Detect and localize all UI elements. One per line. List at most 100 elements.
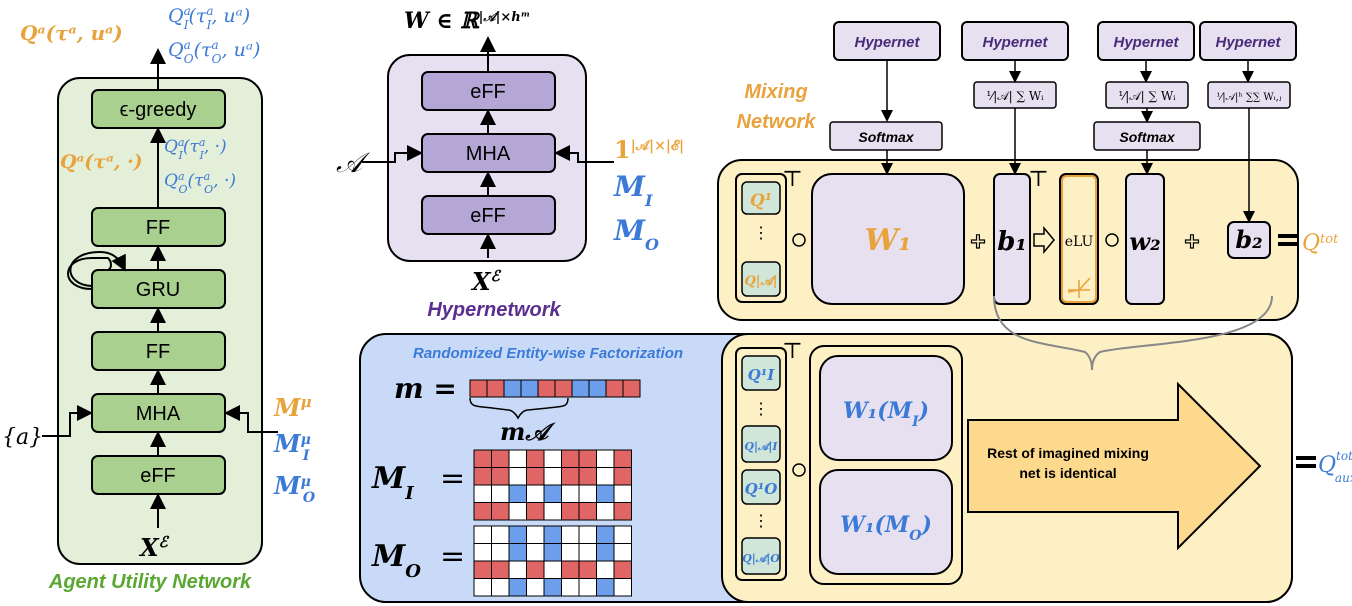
mo-matrix-cell <box>596 525 615 544</box>
qo-dots: ⋮ <box>753 511 769 530</box>
mo-matrix-cell <box>508 560 527 579</box>
agent-action-input-arrow <box>42 405 93 437</box>
mo-matrix-cell <box>543 578 562 597</box>
hypernetwork-title: Hypernetwork <box>427 299 561 321</box>
m-vector-cell <box>537 379 556 398</box>
hypernet-label-3: Hypernet <box>1113 34 1179 51</box>
mo-matrix-cell <box>596 560 615 579</box>
b2-block <box>1227 221 1271 259</box>
mi-matrix-cell <box>596 502 615 521</box>
hypernet-box-4: Hypernet <box>1199 21 1297 61</box>
mo-equals: = <box>440 539 465 574</box>
mo-matrix-cell <box>491 543 510 562</box>
hadamard-circle-3 <box>792 463 806 477</box>
mi-matrix-cell <box>561 484 580 503</box>
hypernet-box-1: Hypernet <box>833 21 941 61</box>
norm-label-2: ¹⁄|𝒜| ∑ Wᵢ <box>1118 89 1176 103</box>
equals-icon-bottom-2 <box>1296 464 1316 468</box>
mi-matrix-cell <box>526 467 545 486</box>
hadamard-circle-2 <box>1105 233 1119 247</box>
mi-matrix-cell <box>508 467 527 486</box>
mo-matrix-cell <box>613 543 632 562</box>
mo-matrix-cell <box>613 578 632 597</box>
hadamard-circle-1 <box>792 233 806 247</box>
qaux-label: Qtotaux <box>1318 449 1352 485</box>
m-vector <box>469 379 641 398</box>
mo-matrix-cell <box>526 543 545 562</box>
b2-label: b₂ <box>1235 225 1262 254</box>
norm-label-1: ¹⁄|𝒜| ∑ Wᵢ <box>986 89 1044 103</box>
mi-matrix-cell <box>596 449 615 468</box>
agent-mask-orange: Mμ <box>273 393 312 422</box>
mi-matrix-cell <box>473 449 492 468</box>
mo-matrix-cell <box>596 578 615 597</box>
m-vector-cell <box>520 379 539 398</box>
agent-mha-label: MHA <box>136 403 181 425</box>
qi-bottom-cell <box>741 425 781 463</box>
qi-top-label: Q¹I <box>748 366 776 384</box>
mo-matrix-cell <box>561 525 580 544</box>
qi-dots: ⋮ <box>753 399 769 418</box>
m-vector-cell <box>622 379 641 398</box>
agent-network-title: Agent Utility Network <box>48 571 252 593</box>
agent-top-orange-q: Qᵃ(τᵃ, uᵃ) <box>20 21 123 45</box>
mi-matrix-cell <box>491 484 510 503</box>
mi-matrix-cell <box>613 502 632 521</box>
hypernet-box-3: Hypernet <box>1097 21 1195 61</box>
refac-section: Randomized Entity-wise Factorization m =… <box>359 295 1352 603</box>
mo-matrix-cell <box>491 578 510 597</box>
m-vector-cell <box>588 379 607 398</box>
elu-arrow-icon <box>1033 225 1055 255</box>
elu-label: eLU <box>1065 234 1094 250</box>
mo-matrix-cell <box>561 578 580 597</box>
mo-matrix-cell <box>561 543 580 562</box>
mi-matrix-cell <box>578 467 597 486</box>
mi-matrix-cell <box>543 484 562 503</box>
mo-matrix-cell <box>526 578 545 597</box>
hyper-eff-top-label: eFF <box>470 81 506 103</box>
agent-ff-top-label: FF <box>146 217 170 239</box>
gru-recurrent-loop <box>67 257 112 290</box>
identical-brace <box>993 295 1273 371</box>
hypernet-box-2: Hypernet <box>961 21 1069 61</box>
hypernet-label-1: Hypernet <box>854 34 920 51</box>
mi-matrix <box>473 449 632 521</box>
w1-mo-label: W₁(MO) <box>840 512 932 544</box>
equals-icon-top-2 <box>1296 456 1316 460</box>
mi-matrix-cell <box>473 502 492 521</box>
hyper-agents-input-arrow <box>362 145 423 163</box>
q-bottom-cell <box>741 261 781 297</box>
mi-matrix-cell <box>508 449 527 468</box>
mi-matrix-cell <box>543 502 562 521</box>
q-top-label: Q¹ <box>750 191 772 211</box>
q-top-cell <box>741 181 781 215</box>
mi-matrix-cell <box>543 449 562 468</box>
m-label: m = <box>394 372 457 405</box>
arrow-text-line1: Rest of imagined mixing <box>987 445 1149 461</box>
b1-label: b₁ <box>997 227 1027 257</box>
softmax-label-1: Softmax <box>858 129 914 145</box>
mi-matrix-cell <box>613 449 632 468</box>
mo-matrix-cell <box>578 578 597 597</box>
mi-matrix-cell <box>508 502 527 521</box>
mi-matrix-cell <box>613 467 632 486</box>
mi-matrix-cell <box>561 502 580 521</box>
mo-matrix-cell <box>543 560 562 579</box>
mo-matrix-cell <box>473 578 492 597</box>
b1-transpose: ⊤ <box>1028 167 1049 192</box>
w2-label: w₂ <box>1129 227 1160 256</box>
mi-matrix-cell <box>508 484 527 503</box>
qo-top-label: Q¹O <box>745 480 778 498</box>
equals-icon-top-1 <box>1278 234 1298 238</box>
mi-matrix-cell <box>526 484 545 503</box>
mi-label: MI <box>371 461 414 504</box>
hyper-mha-label: MHA <box>466 143 511 165</box>
epsilon-greedy-label: ϵ-greedy <box>120 99 197 121</box>
mi-matrix-cell <box>561 449 580 468</box>
mo-label: MO <box>371 539 421 582</box>
rest-identical-arrow-icon <box>967 381 1262 551</box>
